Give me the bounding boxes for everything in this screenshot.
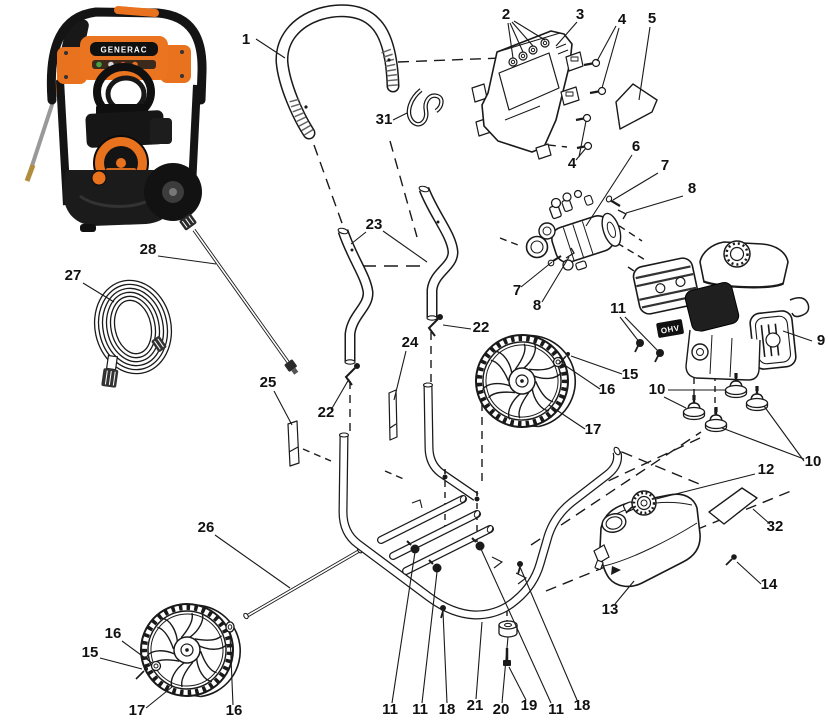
engine-part: OHV — [632, 240, 810, 381]
side-screws-part — [575, 58, 607, 151]
callout-10: 10 — [649, 381, 666, 398]
callout-7: 7 — [661, 157, 669, 174]
lock-pins-part — [344, 314, 443, 386]
callout-8b: 8 — [533, 297, 541, 314]
callout-20: 20 — [493, 701, 510, 718]
hose-part — [93, 279, 173, 388]
engine-badge-text: OHV — [660, 323, 680, 335]
frame-bolts-part — [406, 469, 523, 619]
engine-fuel-cap — [723, 240, 751, 268]
callout-21: 21 — [467, 697, 484, 714]
engine-crankcase — [685, 329, 761, 381]
callout-16b: 16 — [105, 625, 122, 642]
wheel-photo — [144, 163, 202, 221]
wheel-part — [135, 597, 246, 704]
wand-part — [179, 213, 299, 375]
callout-23: 23 — [366, 216, 383, 233]
tank-screw-part — [725, 554, 737, 566]
callout-15b: 15 — [82, 644, 99, 661]
callout-14: 14 — [761, 576, 778, 593]
callout-18: 18 — [439, 701, 456, 718]
callout-19: 19 — [521, 697, 538, 714]
callout-11: 11 — [610, 300, 626, 317]
engine-air-cleaner — [632, 257, 700, 315]
brand-logo-text: GENERAC — [100, 46, 147, 55]
decal-part — [615, 83, 658, 130]
callout-11d: 11 — [548, 701, 564, 718]
mount-part — [682, 393, 706, 421]
hook-part — [406, 88, 444, 127]
callout-26: 26 — [198, 519, 215, 536]
callout-17: 17 — [585, 421, 602, 438]
right-wheel-hardware — [552, 352, 570, 368]
callout-18b: 18 — [574, 697, 591, 714]
callout-15: 15 — [622, 366, 639, 383]
wheel-part — [467, 325, 583, 438]
leader-lines — [82, 20, 813, 709]
left-wheel-hardware — [135, 621, 235, 680]
base-shroud-photo — [63, 170, 173, 232]
mount-part — [704, 405, 728, 433]
callout-7b: 7 — [513, 282, 521, 299]
callout-12: 12 — [758, 461, 775, 478]
callout-11b: 11 — [382, 701, 398, 718]
callout-1: 1 — [242, 31, 250, 48]
pump-part — [525, 189, 622, 271]
callout-28: 28 — [140, 241, 157, 258]
callout-13: 13 — [602, 601, 619, 618]
callout-9: 9 — [817, 332, 825, 349]
fuel-cap-part — [622, 490, 657, 516]
axle-part — [243, 546, 363, 620]
callout-27: 27 — [65, 267, 82, 284]
callout-2: 2 — [502, 6, 510, 23]
frame-crossbars — [377, 495, 494, 575]
callout-6: 6 — [632, 138, 640, 155]
engine-carb-cover — [684, 282, 740, 332]
support-tubes-part — [337, 185, 459, 365]
callout-16: 16 — [599, 381, 616, 398]
fuel-tank-part — [593, 493, 701, 588]
handle-part — [275, 4, 400, 140]
frame-part — [338, 382, 622, 620]
callout-32: 32 — [767, 518, 784, 535]
product-photo: GENERAC — [24, 6, 207, 232]
callout-5: 5 — [648, 10, 656, 27]
callout-17b: 17 — [129, 702, 146, 719]
callout-22b: 22 — [318, 404, 335, 421]
strips-part — [287, 389, 398, 467]
callout-4b: 4 — [568, 155, 577, 172]
callout-4: 4 — [618, 11, 627, 28]
tank-decal-part — [708, 487, 758, 525]
callout-8: 8 — [688, 180, 696, 197]
callout-25: 25 — [260, 374, 277, 391]
engine-recoil — [749, 310, 797, 370]
callout-3: 3 — [576, 6, 584, 23]
panel-bracket-part — [471, 30, 584, 160]
callout-10b: 10 — [805, 453, 822, 470]
callout-22: 22 — [473, 319, 490, 336]
engine-starter-handle — [789, 297, 810, 318]
callout-24: 24 — [402, 334, 419, 351]
callout-16c: 16 — [226, 702, 243, 719]
callout-31: 31 — [376, 111, 393, 128]
callout-11c: 11 — [412, 701, 428, 718]
